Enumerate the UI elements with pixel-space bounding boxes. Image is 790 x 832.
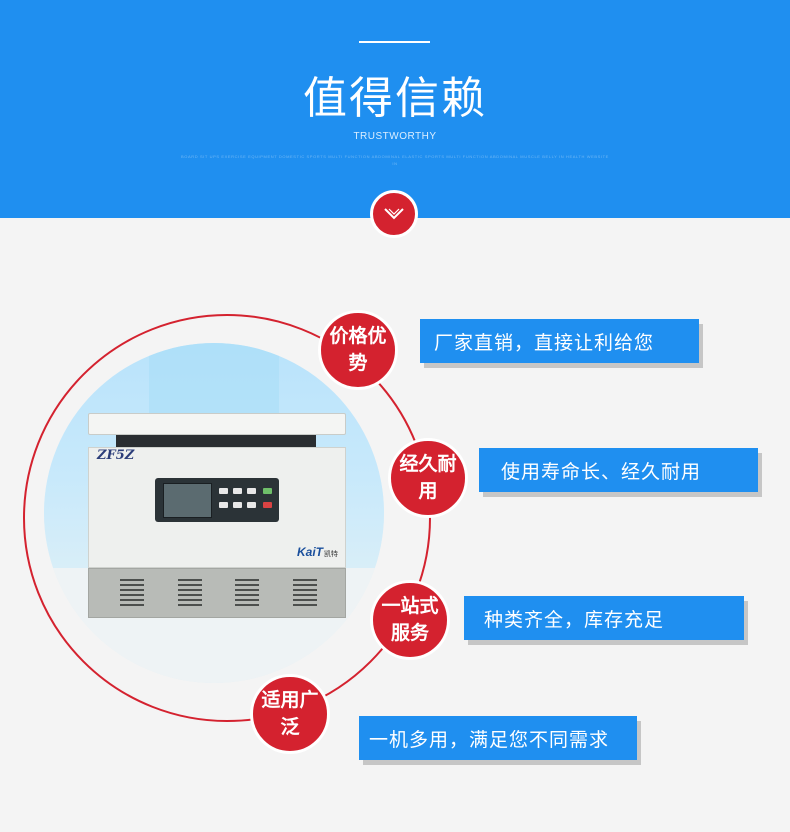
- panel-key: [247, 502, 256, 508]
- feature-bar-versatile: 一机多用，满足您不同需求: [359, 716, 637, 760]
- brand-logo: KaiT凯特: [297, 545, 339, 559]
- panel-key: [233, 488, 242, 494]
- feature-bar-service: 种类齐全，库存充足: [464, 596, 744, 640]
- device-model-label: ZF5Z: [97, 448, 135, 463]
- panel-key: [219, 488, 228, 494]
- panel-key-stop: [263, 502, 272, 508]
- device-lid: [88, 413, 346, 435]
- panel-key: [233, 502, 242, 508]
- header-decor-line: [359, 41, 430, 43]
- header-banner: 值得信赖 TRUSTWORTHY BOARD SIT UPS EXERCISE …: [0, 0, 790, 218]
- vent-grille: [120, 579, 144, 609]
- vent-grille: [178, 579, 202, 609]
- panel-key: [219, 502, 228, 508]
- display-screen: [163, 483, 212, 518]
- page-title: 值得信赖: [303, 73, 487, 124]
- chevron-down-icon: [384, 208, 404, 220]
- panel-key: [247, 488, 256, 494]
- device-body: ZF5Z KaiT凯特: [88, 447, 346, 568]
- header-micro-text: BOARD SIT UPS EXERCISE EQUIPMENT DOMESTI…: [181, 154, 609, 166]
- feature-bar-price: 厂家直销，直接让利给您: [420, 319, 699, 363]
- page-subtitle: TRUSTWORTHY: [353, 131, 437, 142]
- scroll-down-badge: [370, 190, 418, 238]
- centrifuge-device: ZF5Z KaiT凯特: [88, 413, 346, 618]
- feature-badge-price: 价格优势: [318, 310, 398, 390]
- control-panel: [155, 478, 279, 522]
- panel-key-start: [263, 488, 272, 494]
- feature-badge-durable: 经久耐用: [388, 438, 468, 518]
- decorative-ring: [23, 314, 431, 722]
- feature-badge-versatile: 适用广泛: [250, 674, 330, 754]
- device-base: [88, 568, 346, 618]
- vent-grille: [293, 579, 317, 609]
- feature-bar-durable: 使用寿命长、经久耐用: [479, 448, 758, 492]
- feature-badge-service: 一站式服务: [370, 580, 450, 660]
- vent-grille: [235, 579, 259, 609]
